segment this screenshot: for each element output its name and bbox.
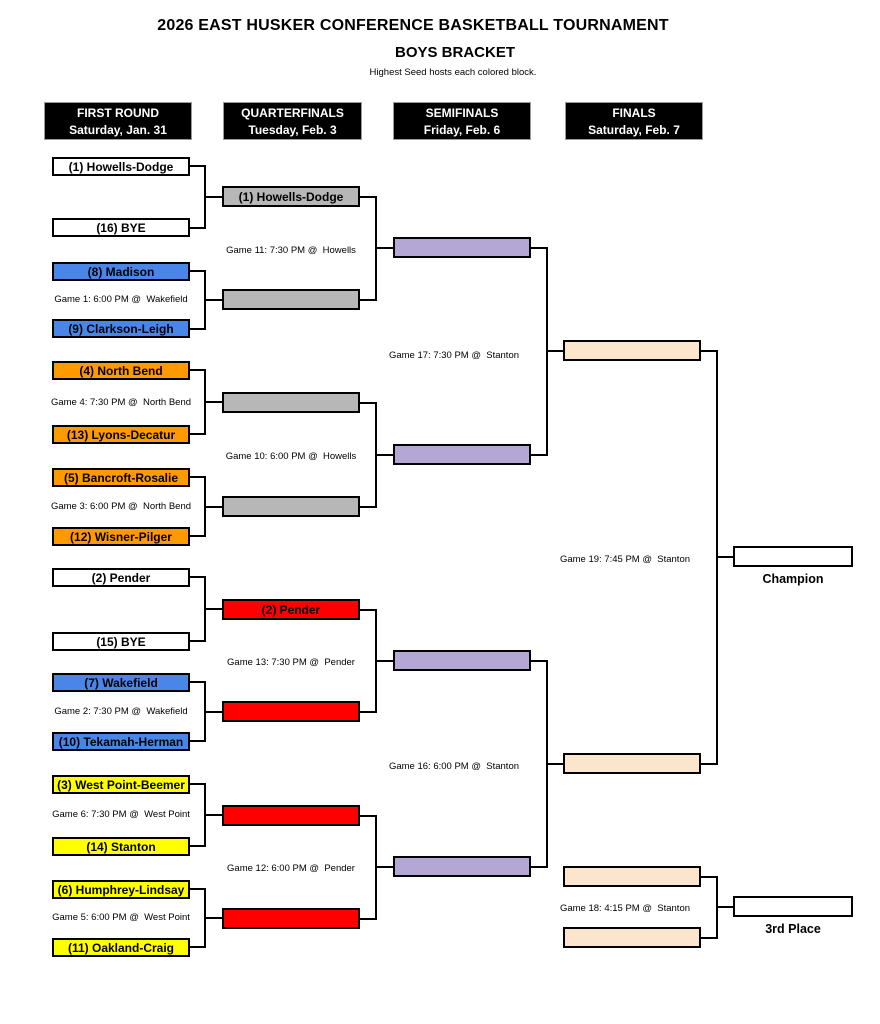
game-label-19: Game 19: 7:45 PM @ Stanton — [559, 554, 691, 565]
connector-pair3 — [190, 369, 206, 435]
round-date: Friday, Feb. 6 — [423, 123, 501, 137]
team-box-west-point-beemer: (3) West Point-Beemer — [52, 775, 190, 794]
game-label-2: Game 2: 7:30 PM @ Wakefield — [54, 706, 188, 717]
connector-qf2 — [360, 402, 377, 508]
connector-pair6-feed — [206, 711, 222, 713]
page-title: 2026 EAST HUSKER CONFERENCE BASKETBALL T… — [157, 17, 669, 34]
sf-box-2 — [393, 444, 531, 465]
round-date: Tuesday, Feb. 3 — [248, 123, 337, 137]
page-note: Highest Seed hosts each colored block. — [369, 67, 537, 78]
team-box-bye-15: (15) BYE — [52, 632, 190, 651]
final-box-2 — [563, 753, 701, 774]
qf-box-8 — [222, 908, 360, 929]
team-box-humphrey-lindsay: (6) Humphrey-Lindsay — [52, 880, 190, 899]
connector-sf2 — [531, 660, 548, 868]
team-box-stanton: (14) Stanton — [52, 837, 190, 856]
team-box-wisner-pilger: (12) Wisner-Pilger — [52, 527, 190, 546]
round-header-semifinals: SEMIFINALS Friday, Feb. 6 — [393, 102, 531, 140]
game-label-3: Game 3: 6:00 PM @ North Bend — [50, 501, 192, 512]
game-label-13: Game 13: 7:30 PM @ Pender — [227, 657, 355, 668]
team-box-bancroft-rosalie: (5) Bancroft-Rosalie — [52, 468, 190, 487]
connector-pair2 — [190, 270, 206, 330]
game-label-5: Game 5: 6:00 PM @ West Point — [52, 912, 190, 923]
round-name: SEMIFINALS — [425, 106, 499, 120]
team-box-clarkson-leigh: (9) Clarkson-Leigh — [52, 319, 190, 338]
qf-box-2 — [222, 289, 360, 310]
third-place-game-box-1 — [563, 866, 701, 887]
connector-pair8 — [190, 888, 206, 948]
round-header-first-round: FIRST ROUND Saturday, Jan. 31 — [44, 102, 192, 140]
round-name: FIRST ROUND — [77, 106, 159, 120]
connector-qf3-feed — [377, 660, 393, 662]
connector-qf4 — [360, 815, 377, 920]
connector-qf1 — [360, 196, 377, 301]
qf-box-1: (1) Howells-Dodge — [222, 186, 360, 207]
game-label-4: Game 4: 7:30 PM @ North Bend — [50, 397, 192, 408]
team-box-oakland-craig: (11) Oakland-Craig — [52, 938, 190, 957]
connector-final — [701, 350, 718, 765]
qf-box-5: (2) Pender — [222, 599, 360, 620]
game-label-6: Game 6: 7:30 PM @ West Point — [52, 809, 190, 820]
third-place-label: 3rd Place — [765, 922, 821, 936]
connector-qf4-feed — [377, 866, 393, 868]
connector-pair1 — [190, 165, 206, 229]
game-label-17: Game 17: 7:30 PM @ Stanton — [388, 350, 520, 361]
round-date: Saturday, Feb. 7 — [588, 123, 680, 137]
team-box-pender: (2) Pender — [52, 568, 190, 587]
team-box-bye-16: (16) BYE — [52, 218, 190, 237]
champion-box — [733, 546, 853, 567]
connector-pair4-feed — [206, 506, 222, 508]
team-box-wakefield: (7) Wakefield — [52, 673, 190, 692]
connector-third-place — [701, 876, 718, 939]
connector-pair1-feed — [206, 196, 222, 198]
connector-pair3-feed — [206, 401, 222, 403]
game-label-1: Game 1: 6:00 PM @ Wakefield — [54, 294, 188, 305]
connector-sf2-feed — [548, 763, 563, 765]
connector-qf1-feed — [377, 247, 393, 249]
connector-pair8-feed — [206, 917, 222, 919]
team-box-north-bend: (4) North Bend — [52, 361, 190, 380]
qf-box-7 — [222, 805, 360, 826]
connector-final-feed — [718, 556, 733, 558]
connector-sf1 — [531, 247, 548, 456]
qf-box-4 — [222, 496, 360, 517]
connector-pair7-feed — [206, 814, 222, 816]
page-subtitle: BOYS BRACKET — [394, 44, 515, 61]
game-label-16: Game 16: 6:00 PM @ Stanton — [388, 761, 520, 772]
team-box-howells-dodge: (1) Howells-Dodge — [52, 157, 190, 176]
connector-third-place-feed — [718, 906, 733, 908]
game-label-11: Game 11: 7:30 PM @ Howells — [226, 245, 356, 256]
round-name: FINALS — [612, 106, 656, 120]
team-box-lyons-decatur: (13) Lyons-Decatur — [52, 425, 190, 444]
third-place-box — [733, 896, 853, 917]
connector-pair7 — [190, 783, 206, 847]
connector-qf2-feed — [377, 454, 393, 456]
round-date: Saturday, Jan. 31 — [69, 123, 167, 137]
final-box-1 — [563, 340, 701, 361]
connector-pair6 — [190, 681, 206, 742]
connector-pair5 — [190, 576, 206, 642]
connector-pair5-feed — [206, 608, 222, 610]
team-box-madison: (8) Madison — [52, 262, 190, 281]
sf-box-4 — [393, 856, 531, 877]
sf-box-1 — [393, 237, 531, 258]
connector-pair2-feed — [206, 299, 222, 301]
round-header-finals: FINALS Saturday, Feb. 7 — [565, 102, 703, 140]
team-box-tekamah-herman: (10) Tekamah-Herman — [52, 732, 190, 751]
round-name: QUARTERFINALS — [241, 106, 344, 120]
game-label-18: Game 18: 4:15 PM @ Stanton — [559, 903, 691, 914]
game-label-12: Game 12: 6:00 PM @ Pender — [227, 863, 355, 874]
connector-pair4 — [190, 476, 206, 537]
champion-label: Champion — [762, 572, 824, 586]
connector-qf3 — [360, 609, 377, 713]
connector-sf1-feed — [548, 350, 563, 352]
sf-box-3 — [393, 650, 531, 671]
qf-box-3 — [222, 392, 360, 413]
qf-box-6 — [222, 701, 360, 722]
round-header-quarterfinals: QUARTERFINALS Tuesday, Feb. 3 — [223, 102, 362, 140]
game-label-10: Game 10: 6:00 PM @ Howells — [225, 451, 357, 462]
third-place-game-box-2 — [563, 927, 701, 948]
